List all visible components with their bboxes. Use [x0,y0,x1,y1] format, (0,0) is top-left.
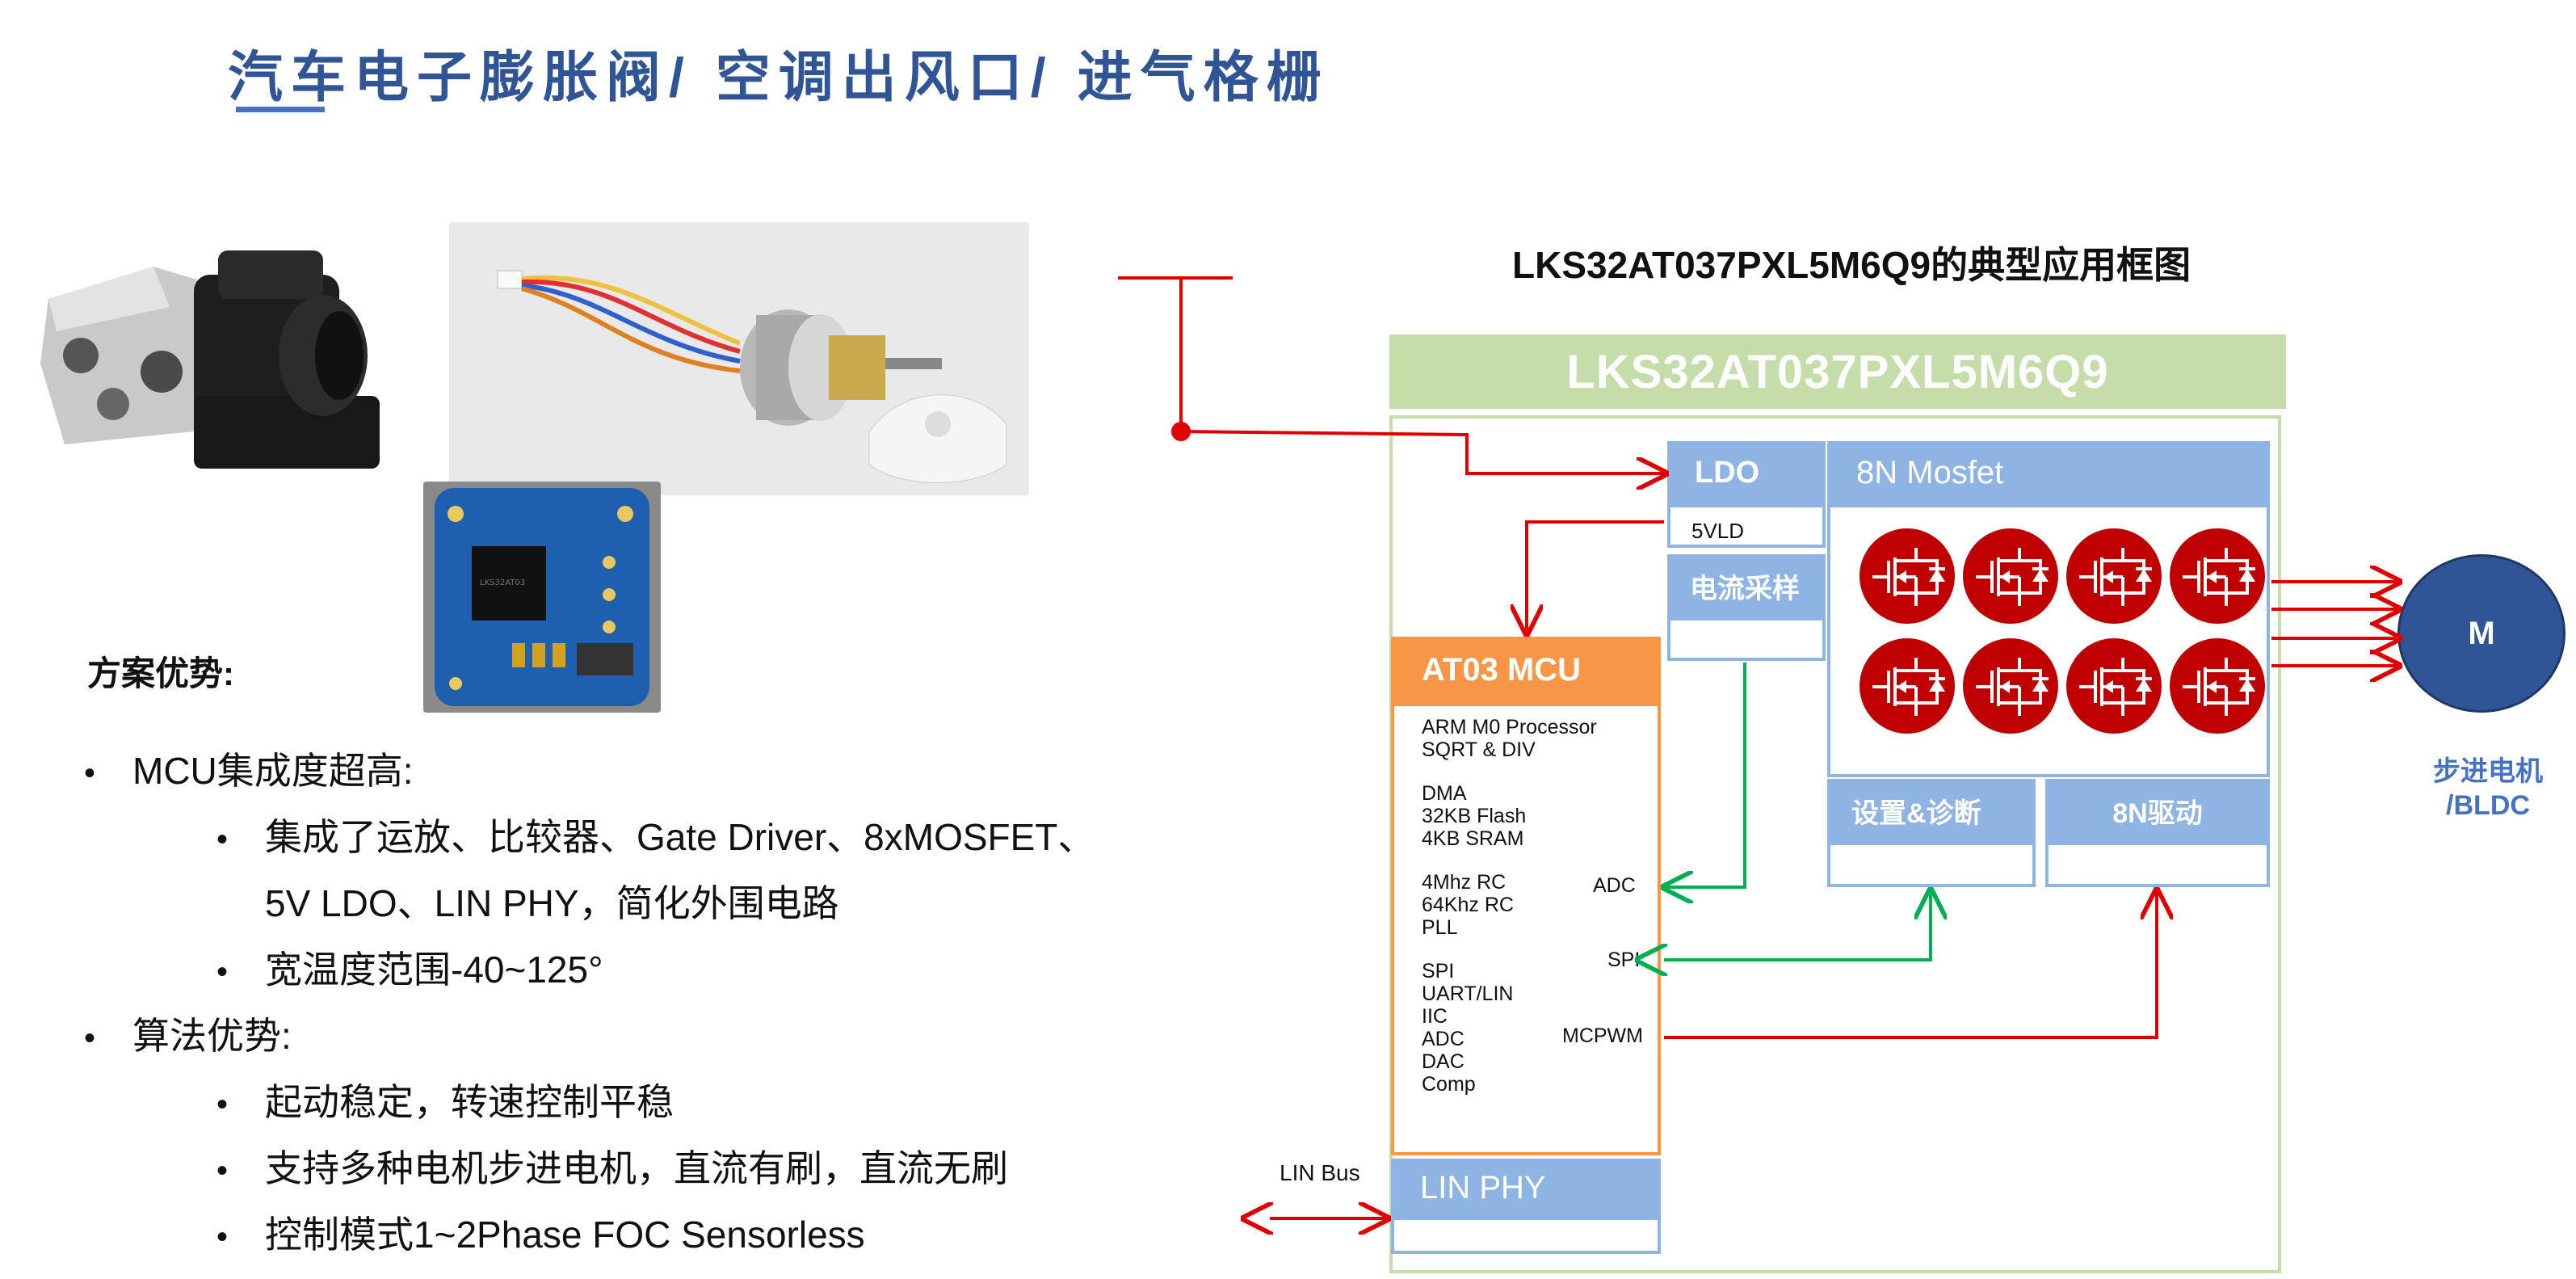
bullet-dot: • [216,954,229,990]
advantage-item: •MCU集成度超高: [84,750,414,792]
mcu-port-mcpwm: MCPWM [1562,1024,1643,1047]
mcu-feature-clock: 4Mhz RC 64Khz RC PLL [1422,871,1514,939]
lin-phy-block [1391,1217,1661,1254]
advantage-item: •宽温度范围-40~125° [216,949,603,991]
advantage-item: •起动稳定，转速控制平稳 [216,1081,674,1123]
advantage-item-continuation: 5V LDO、LIN PHY，简化外围电路 [265,882,839,924]
mcu-port-spi: SPI [1607,949,1641,971]
mosfet-transistor-icon [2170,528,2265,624]
bullet-dot: • [84,1020,96,1056]
expansion-valve-photo [32,242,388,485]
chip-name-header: LKS32AT037PXL5M6Q9 [1389,334,2286,409]
driver-header: 8N驱动 [2045,779,2270,842]
bullet-dot: • [216,1087,229,1122]
title-underline [236,107,325,112]
diagram-title: LKS32AT037PXL5M6Q9的典型应用框图 [1512,244,2191,286]
setup-diag-header: 设置&诊断 [1827,779,2036,842]
bullet-dot: • [216,1153,229,1189]
mosfet-transistor-icon [1963,638,2058,734]
bullet-dot: • [84,755,96,791]
mosfet-transistor-icon [2066,528,2162,624]
mcu-port-adc: ADC [1593,874,1636,897]
advantage-item: •集成了运放、比较器、Gate Driver、8xMOSFET、 [216,816,1095,858]
mcu-feature-core: ARM M0 Processor SQRT & DIV [1422,716,1597,761]
setup-diag-block [1827,842,2036,887]
bullet-dot: • [216,1219,229,1255]
mcu-block-header: AT03 MCU [1391,637,1661,703]
mosfet-transistor-icon [1860,528,1955,624]
pcb-chip-marking: LKS32AT03 [480,578,525,587]
mcu-feature-memory: DMA 32KB Flash 4KB SRAM [1422,782,1527,850]
bullet-dot: • [216,822,229,857]
lin-phy-header: LIN PHY [1391,1159,1661,1217]
mosfet-block-header: 8N Mosfet [1827,441,2270,504]
lin-bus-label: LIN Bus [1280,1160,1360,1185]
supply-node [1171,422,1191,441]
mosfet-transistor-icon [1860,638,1955,734]
driver-block [2045,842,2270,887]
advantage-item: •支持多种电机步进电机，直流有刷，直流无刷 [216,1147,1008,1189]
current-sense-header: 电流采样 [1667,554,1826,617]
page-title: 汽车电子膨胀阀/ 空调出风口/ 进气格栅 [228,47,1330,108]
ldo-output-label: 5VLD [1691,519,1745,543]
current-sense-block [1667,617,1826,661]
motor-label: 步进电机 /BLDC [2433,756,2543,821]
advantages-heading: 方案优势: [87,654,234,692]
pcb-board-photo: LKS32AT03 [423,482,661,713]
ldo-block: 5VLD [1667,504,1826,548]
stepper-motor-photo [449,222,1029,495]
mosfet-transistor-icon [1963,528,2058,624]
ldo-block-header: LDO [1667,441,1826,504]
mosfet-transistor-icon [2170,638,2265,734]
advantage-item: •算法优势: [84,1015,292,1057]
advantage-item: •控制模式1~2Phase FOC Sensorless [216,1214,865,1256]
motor-symbol: M [2397,554,2565,713]
mosfet-transistor-icon [2066,638,2162,734]
mcu-feature-peripherals: SPI UART/LIN IIC ADC DAC Comp [1422,960,1514,1096]
